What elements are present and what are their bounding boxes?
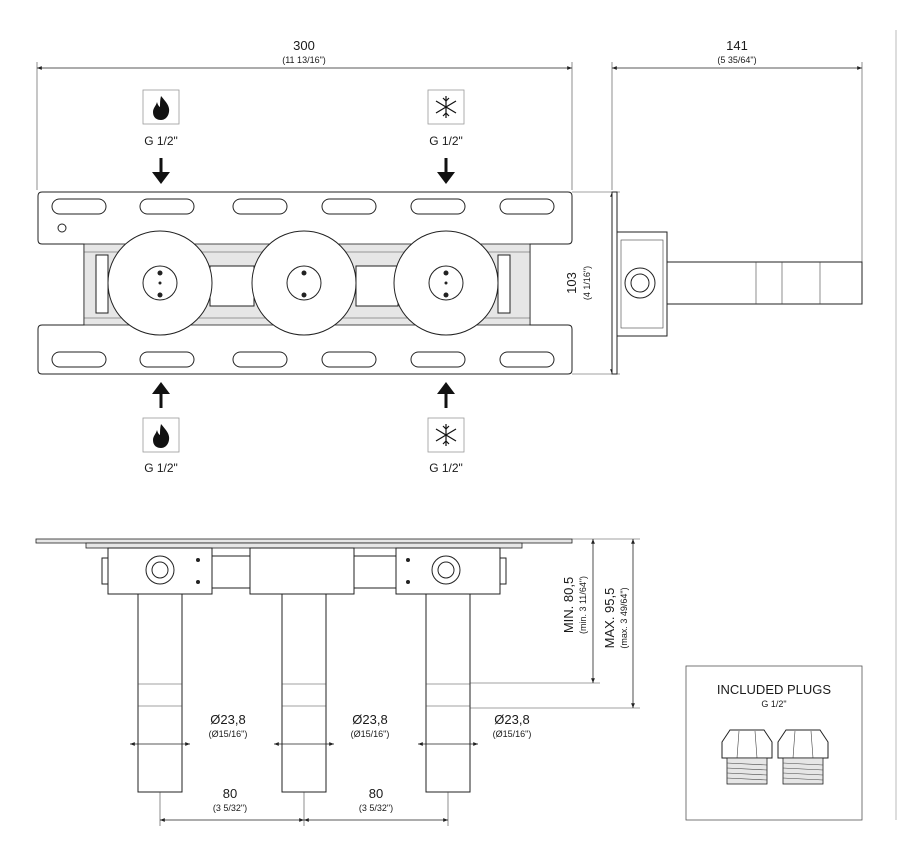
pipe-diameter-center: Ø23,8 [352, 712, 387, 727]
pipe-left [137, 593, 183, 793]
pipe-right [425, 593, 471, 793]
arrow-down-icon [152, 158, 170, 184]
valve-body-left [107, 230, 213, 336]
pipe-diameter-left-inches: (Ø15/16") [209, 729, 248, 739]
bottom-view: Ø23,8 (Ø15/16") Ø23,8 (Ø15/16") Ø23,8 (Ø… [35, 538, 640, 826]
bottom-hot-thread-label: G 1/2" [144, 461, 178, 475]
max-depth-dimension-inches: (max. 3 49/64") [619, 587, 629, 648]
width-dimension: 300 [293, 38, 315, 53]
snowflake-icon [427, 417, 465, 453]
pipe-diameter-center-inches: (Ø15/16") [351, 729, 390, 739]
pipe-spacing-right: 80 [369, 786, 383, 801]
plug-icon [777, 729, 829, 785]
arrow-down-icon [437, 158, 455, 184]
mounting-slots-bottom [51, 351, 555, 368]
pipe-spacing-right-inches: (3 5/32") [359, 803, 393, 813]
flame-icon [142, 417, 180, 453]
pipe-center [281, 593, 327, 793]
side-stem [666, 261, 863, 305]
pipe-diameter-right: Ø23,8 [494, 712, 529, 727]
min-depth-dimension-inches: (min. 3 11/64") [578, 576, 588, 634]
bottom-plate [35, 538, 573, 544]
plugs-subtitle: G 1/2" [761, 699, 786, 709]
plugs-title: INCLUDED PLUGS [717, 682, 831, 697]
height-dimension-inches: (4 1/16") [582, 266, 592, 300]
mounting-slots-top [51, 198, 555, 215]
pipe-diameter-left: Ø23,8 [210, 712, 245, 727]
pipe-spacing-left-inches: (3 5/32") [213, 803, 247, 813]
valve-body-center [251, 230, 357, 336]
top-hot-thread-label: G 1/2" [144, 134, 178, 148]
flame-icon [142, 89, 180, 125]
arrow-up-icon [437, 382, 455, 408]
arrow-up-icon [152, 382, 170, 408]
front-view: 300 (11 13/16") G 1/2" G 1/2" [36, 38, 620, 475]
side-view: 141 (5 35/64") [611, 38, 863, 375]
pipe-spacing-left: 80 [223, 786, 237, 801]
plug-icon [721, 729, 773, 785]
depth-dimension: 141 [726, 38, 748, 53]
bottom-body-center [249, 547, 355, 595]
height-dimension: 103 [564, 272, 579, 294]
max-depth-dimension: MAX. 95,5 [602, 588, 617, 649]
min-depth-dimension: MIN. 80,5 [561, 577, 576, 633]
bottom-cold-thread-label: G 1/2" [429, 461, 463, 475]
valve-body-right [393, 230, 499, 336]
width-dimension-inches: (11 13/16") [282, 55, 326, 65]
depth-dimension-inches: (5 35/64") [717, 55, 756, 65]
connector-left [209, 265, 255, 307]
snowflake-icon [427, 89, 465, 125]
top-cold-thread-label: G 1/2" [429, 134, 463, 148]
connector-right [355, 265, 399, 307]
included-plugs-box: INCLUDED PLUGS G 1/2" [685, 665, 863, 821]
pipe-diameter-right-inches: (Ø15/16") [493, 729, 532, 739]
